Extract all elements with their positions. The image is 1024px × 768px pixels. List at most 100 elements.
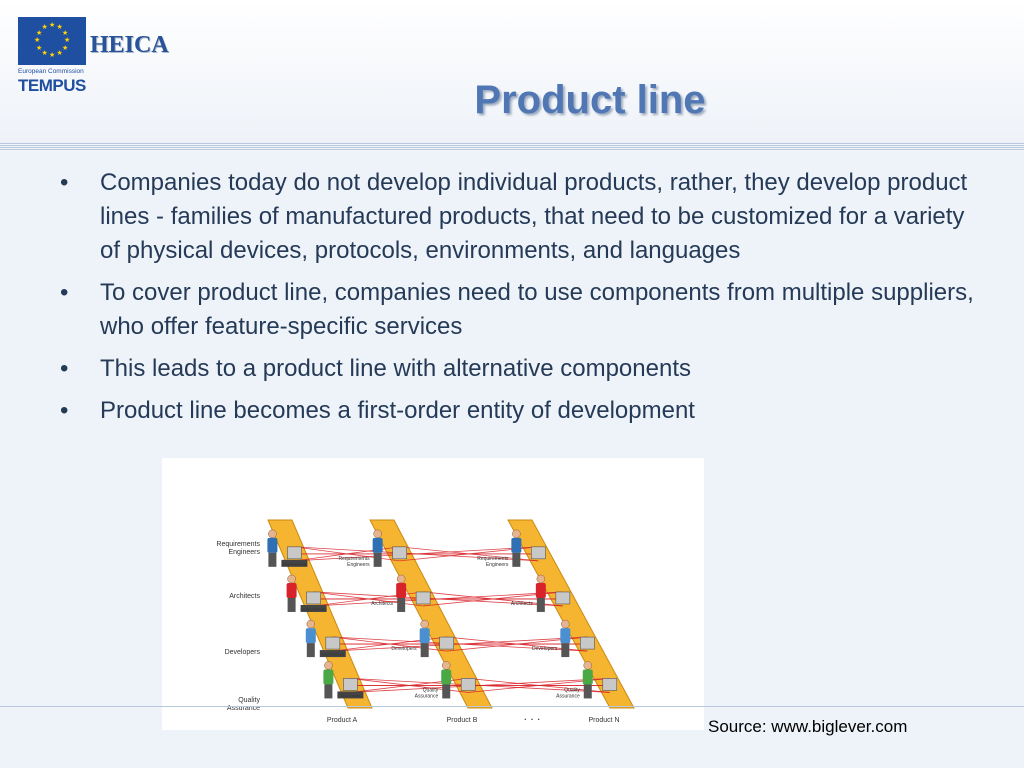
eu-star-icon: ★ [56,24,63,31]
header-divider [0,143,1024,151]
worker-legs [442,684,451,699]
role-label-small: Quality [423,687,439,693]
worker-station: Source Code [305,619,346,658]
worker-head [583,661,593,670]
conveyor-belt [507,519,635,709]
worker-legs [512,552,521,567]
eu-star-icon: ★ [64,37,71,44]
bullet-text: Companies today do not develop individua… [100,169,968,264]
worker-station [535,574,571,612]
station-label-plate [281,559,308,567]
worker-station: Test Cases [323,661,364,699]
component-box [439,636,454,650]
footer-divider [0,706,1024,707]
role-label-small: Requirements [338,556,370,562]
role-label-small: Assurance [415,693,439,699]
worker-head [441,661,451,670]
worker-head [268,529,277,539]
worker-station [396,574,431,612]
eu-star-icon: ★ [36,29,43,37]
station-label: Source Code [321,652,345,657]
worker-body [582,669,593,685]
worker-head [561,619,570,629]
eu-star-icon: ★ [36,44,43,52]
eu-star-icon: ★ [41,24,48,31]
worker-head [373,529,382,539]
worker-head [512,529,521,539]
worker-body [560,628,571,644]
role-label-small: Requirements [477,556,509,562]
worker-legs [306,643,315,658]
bullet-item: • Companies today do not develop individu… [60,166,980,268]
source-credit: Source: www.biglever.com [708,717,908,736]
tempus-logo: ★★★★★★★★★★★★ European Commission TEMPUS [18,17,88,95]
worker-legs [397,597,406,612]
worker-station [582,661,618,699]
trace-link [350,678,610,693]
component-box [602,678,618,691]
worker-body [441,669,452,685]
bullet-item: •Product line becomes a first-order enti… [60,394,980,428]
worker-legs [373,552,382,567]
worker-body [323,669,334,685]
role-label: Quality [238,697,260,704]
worker-body [535,582,546,598]
bullet-text: To cover product line, companies need to… [100,279,974,340]
worker-legs [561,643,570,658]
worker-body [419,628,430,644]
project-name: HEICA [90,32,169,58]
eu-star-icon: ★ [61,29,69,37]
station-label: Test Cases [341,693,361,698]
conveyor-belt [267,519,373,709]
worker-station [419,619,454,658]
role-label: Requirements [216,541,260,548]
component-box [460,678,476,691]
eu-star-icon: ★ [61,44,69,52]
eu-flag-icon: ★★★★★★★★★★★★ [18,17,86,65]
worker-station: Requirements [267,529,308,567]
bullet-marker: • [60,355,69,382]
worker-head [324,661,333,670]
component-box [306,591,321,605]
component-box [325,636,341,650]
bullet-list: • Companies today do not develop individu… [60,166,980,436]
worker-body [267,537,278,553]
role-label-small: Engineers [347,562,370,568]
eu-star-icon: ★ [49,52,56,59]
worker-legs [324,684,333,699]
worker-station [511,529,546,567]
product-label: Product B [447,717,478,724]
role-label-small: Architects [511,601,533,607]
slide-title: Product line [474,78,706,122]
component-box [415,591,431,605]
station-label: Design Models [300,606,326,611]
role-label: Assurance [227,705,260,712]
ellipsis-label: . . . [524,709,541,723]
eu-star-icon: ★ [34,37,41,44]
role-label-small: Developers [391,646,417,652]
product-label: Product N [588,717,619,724]
logo-caption: European Commission [18,68,84,75]
role-label: Developers [225,649,261,656]
logo-name: TEMPUS [18,76,86,95]
trace-link [313,591,563,607]
worker-station [372,529,407,567]
bullet-item: •This leads to a product line with alter… [60,352,980,386]
component-box [392,546,407,560]
worker-body [372,537,383,553]
role-label-small: Engineers [486,562,509,568]
role-label-small: Assurance [556,693,580,699]
bullet-marker: • [60,279,69,306]
bullet-text: Product line becomes a first-order entit… [100,397,695,424]
eu-star-icon: ★ [41,49,48,57]
worker-station: Design Models [286,574,327,612]
worker-legs [268,552,277,567]
component-box [580,636,595,650]
component-box [287,546,302,560]
bullet-marker: • [60,169,69,196]
worker-body [511,537,522,553]
slide-header [0,0,1024,143]
station-label-plate [337,691,364,699]
